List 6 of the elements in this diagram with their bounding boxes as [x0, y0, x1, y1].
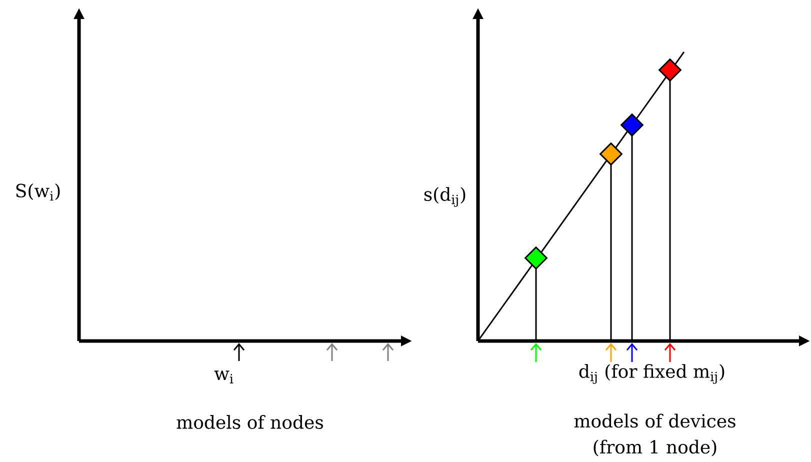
caption: models of nodes [176, 415, 323, 429]
caption: models of devices (from 1 node) [574, 414, 736, 456]
axis-label: w$_{i}$ [214, 370, 234, 384]
axis-label: d$_{ij}$ (for fixed m$_{ij}$) [579, 364, 724, 384]
axis-label: S(w$_{i}$) [16, 184, 60, 200]
axis-label: s(d$_{ij}$) [424, 187, 466, 207]
